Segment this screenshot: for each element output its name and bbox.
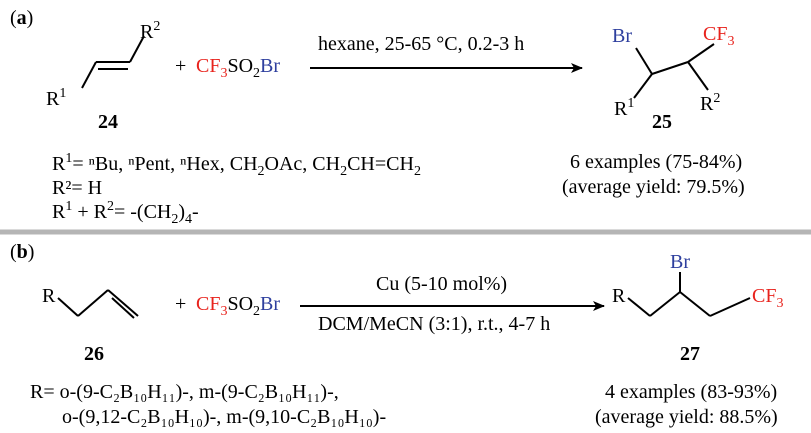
bond-c2-r2: [129, 35, 145, 63]
reagent-cf3so2br-b: CF3SO2Br: [196, 293, 280, 319]
substituent-line-3: R1 + R2= -(CH2)4-: [52, 199, 199, 227]
product-25-r2: R2: [700, 91, 720, 115]
compound-number-24: 24: [98, 111, 118, 133]
bond-r1-c1: [81, 61, 97, 89]
product-25-cf3: CF3: [703, 23, 734, 49]
product-27-cf3: CF3: [752, 285, 783, 311]
reactant-26-r: R: [42, 285, 56, 307]
reactant-24-structure: [81, 35, 145, 89]
condition-a: hexane, 25-65 °C, 0.2-3 h: [318, 33, 524, 55]
condition-b-solvent: DCM/MeCN (3:1), r.t., 4-7 h: [318, 313, 550, 335]
panel-a-summary-examples: 6 examples (75-84%): [570, 151, 742, 173]
panel-b-summary-examples: 4 examples (83-93%): [605, 381, 777, 403]
panel-b-summary-yield: (average yield: 88.5%): [595, 406, 778, 428]
substituent-line-2: R²= H: [52, 177, 102, 199]
reactant-24-r1: R1: [46, 86, 66, 110]
reagent-cf3so2br-a: CF3SO2Br: [196, 55, 280, 81]
product-25-structure: [633, 43, 715, 99]
product-27-r: R: [612, 285, 626, 307]
panel-a-summary-yield: (average yield: 79.5%): [562, 176, 745, 198]
condition-b-catalyst: Cu (5-10 mol%): [376, 273, 507, 295]
compound-number-27: 27: [680, 343, 700, 365]
compound-number-25: 25: [652, 111, 672, 133]
product-25-r1: R1: [614, 96, 634, 120]
reactant-24-r2: R2: [140, 19, 160, 43]
panel-b-label: (b): [10, 241, 34, 263]
plus-sign-b: +: [175, 293, 186, 315]
r-group-line-1: R= o-(9-C₂B₁₀H₁₁)-, m-(9-C₂B₁₀H₁₁)-,: [30, 381, 339, 403]
reactant-26-structure: [57, 289, 139, 319]
product-27-br: Br: [670, 251, 690, 273]
product-27-structure: [627, 272, 751, 317]
product-25-br: Br: [612, 25, 632, 47]
substituent-line-1: R1= ⁿBu, ⁿPent, ⁿHex, CH2OAc, CH2CH=CH2: [52, 151, 421, 179]
panel-a-label: (a): [10, 7, 33, 29]
compound-number-26: 26: [84, 343, 104, 365]
r-group-line-2: o-(9,12-C₂B₁₀H₁₀)-, m-(9,10-C₂B₁₀H₁₀)-: [62, 406, 386, 428]
plus-sign-a: +: [175, 55, 186, 77]
